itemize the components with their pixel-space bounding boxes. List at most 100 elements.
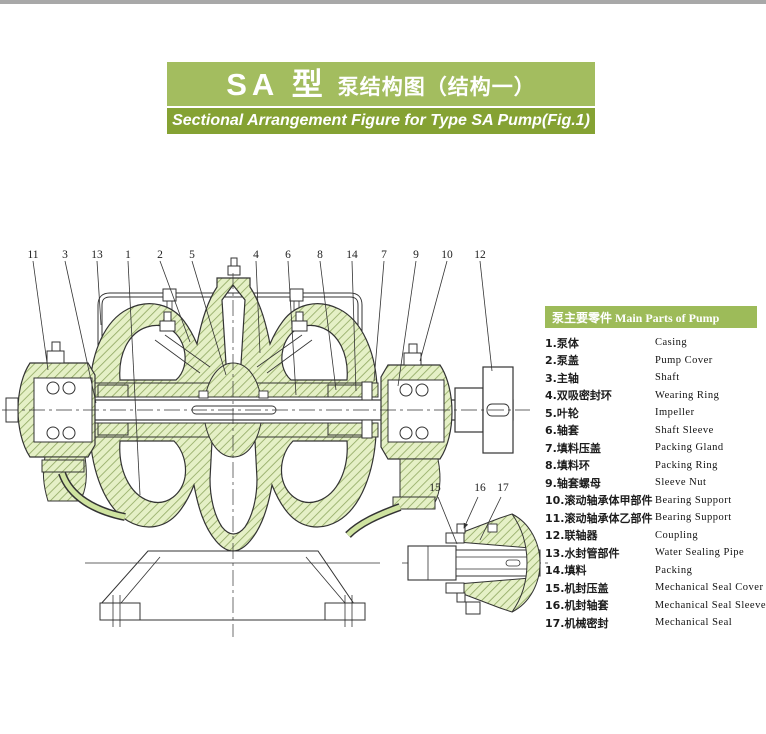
callout-leader-line bbox=[191, 260, 227, 376]
part-name-cn: 6.轴套 bbox=[545, 424, 579, 438]
wearing-ring-right bbox=[258, 390, 269, 399]
part-name-en: Mechanical Seal Cover bbox=[655, 582, 764, 594]
part-name-cn: 5.叶轮 bbox=[545, 406, 579, 420]
part-name-en: Packing Gland bbox=[655, 442, 724, 454]
callout-leader-line bbox=[255, 260, 261, 354]
header-banner: SA 型 泵结构图（结构一） Sectional Arrangement Fig… bbox=[167, 62, 595, 134]
callout-label: 17 bbox=[497, 482, 509, 494]
callout-label: 13 bbox=[91, 249, 103, 261]
callout-leader-line bbox=[373, 260, 385, 382]
callout-label: 2 bbox=[157, 249, 163, 261]
header-subtitle-band: Sectional Arrangement Figure for Type SA… bbox=[167, 108, 595, 134]
part-name-cn: 7.填料压盖 bbox=[545, 441, 601, 455]
callout-leader-line bbox=[319, 260, 337, 391]
part-name-en: Wearing Ring bbox=[655, 389, 720, 401]
callout-label: 15 bbox=[429, 482, 441, 494]
callout-label: 3 bbox=[62, 249, 68, 261]
parts-list-row: 6.轴套 Shaft Sleeve bbox=[545, 422, 766, 440]
part-name-en: Water Sealing Pipe bbox=[655, 547, 745, 559]
part-name-en: Shaft Sleeve bbox=[655, 424, 714, 436]
callout-leader-line bbox=[351, 260, 357, 392]
bearing-assembly-right bbox=[345, 343, 453, 538]
part-name-cn: 13.水封管部件 bbox=[545, 546, 620, 560]
wearing-ring-left bbox=[198, 390, 209, 399]
part-name-en: Packing bbox=[655, 564, 693, 576]
part-name-cn: 3.主轴 bbox=[545, 371, 579, 385]
part-name-en: Bearing Support bbox=[655, 512, 732, 524]
parts-list-row: 3.主轴 Shaft bbox=[545, 369, 766, 387]
callout-label: 16 bbox=[474, 482, 486, 494]
title-en: Sectional Arrangement Figure for Type SA… bbox=[172, 112, 590, 129]
callout-leader-line bbox=[463, 496, 479, 529]
part-name-en: Pump Cover bbox=[655, 354, 713, 366]
part-name-cn: 1.泵体 bbox=[545, 336, 579, 350]
part-name-cn: 10.滚动轴承体甲部件 bbox=[545, 494, 653, 508]
parts-list-row: 1.泵体 Casing bbox=[545, 334, 766, 352]
part-name-en: Mechanical Seal Sleeve bbox=[654, 599, 766, 611]
detail-callout-layer: 15 16 17 bbox=[429, 482, 509, 545]
part-name-cn: 8.填料环 bbox=[545, 459, 590, 473]
callout-label: 1 bbox=[125, 249, 131, 261]
parts-list-row: 14.填料 Packing bbox=[545, 562, 766, 580]
callout-label: 10 bbox=[441, 249, 453, 261]
parts-list-row: 8.填料环 Packing Ring bbox=[545, 457, 766, 475]
header-gap bbox=[167, 106, 595, 108]
top-divider-bar bbox=[0, 0, 766, 4]
part-name-en: Bearing Support bbox=[655, 494, 732, 506]
part-name-cn: 14.填料 bbox=[545, 564, 587, 578]
packing-gland-left bbox=[97, 384, 129, 436]
part-name-cn: 15.机封压盖 bbox=[545, 581, 609, 595]
seal-detail-drawing bbox=[402, 513, 548, 615]
callout-leader-line bbox=[159, 260, 191, 343]
part-name-cn: 11.滚动轴承体乙部件 bbox=[545, 511, 653, 525]
part-name-en: Packing Ring bbox=[655, 459, 718, 471]
header-title-band: SA 型 泵结构图（结构一） bbox=[167, 62, 595, 106]
callout-leader-line bbox=[96, 260, 102, 326]
parts-list-row: 12.联轴器 Coupling bbox=[545, 527, 766, 545]
pump-casing-upper bbox=[89, 257, 378, 386]
part-name-en: Impeller bbox=[655, 407, 695, 419]
callout-label: 7 bbox=[381, 249, 387, 261]
callout-label: 8 bbox=[317, 249, 323, 261]
part-name-en: Sleeve Nut bbox=[655, 477, 707, 489]
callout-leader-line bbox=[287, 260, 297, 396]
callout-leader-line bbox=[479, 496, 502, 541]
parts-list-row: 15.机封压盖 Mechanical Seal Cover bbox=[545, 579, 766, 597]
callout-label: 9 bbox=[413, 249, 419, 261]
detail-diagram-svg: 15 16 17 bbox=[402, 482, 548, 615]
callout-leader-line bbox=[437, 496, 458, 545]
parts-list-row: 5.叶轮 Impeller bbox=[545, 404, 766, 422]
part-name-en: Shaft bbox=[655, 372, 680, 384]
part-name-cn: 16.机封轴套 bbox=[545, 599, 609, 613]
callout-leader-line bbox=[397, 260, 417, 387]
parts-list-row: 17.机械密封 Mechanical Seal bbox=[545, 614, 766, 632]
parts-list-row: 4.双吸密封环 Wearing Ring bbox=[545, 387, 766, 405]
parts-list-row: 16.机封轴套 Mechanical Seal Sleeve bbox=[545, 597, 766, 615]
part-name-en: Coupling bbox=[655, 529, 699, 541]
callout-label: 14 bbox=[346, 249, 358, 261]
parts-list-row: 13.水封管部件 Water Sealing Pipe bbox=[545, 544, 766, 562]
callout-label: 12 bbox=[474, 249, 486, 261]
callout-label: 6 bbox=[285, 249, 291, 261]
callout-label: 5 bbox=[189, 249, 195, 261]
pump-pedestal bbox=[85, 550, 380, 627]
title-zh: 泵结构图（结构一） bbox=[337, 75, 536, 99]
part-name-cn: 4.双吸密封环 bbox=[545, 389, 612, 403]
callout-leader-line bbox=[419, 260, 448, 362]
callout-leader-line bbox=[127, 260, 141, 496]
callout-leader-line bbox=[32, 260, 49, 371]
parts-list-header: 泵主要零件 Main Parts of Pump bbox=[545, 306, 757, 328]
parts-list-title: 泵主要零件 Main Parts of Pump bbox=[552, 310, 720, 325]
part-name-cn: 17.机械密封 bbox=[545, 616, 609, 630]
part-name-cn: 12.联轴器 bbox=[545, 529, 598, 543]
callout-leader-line bbox=[64, 260, 97, 404]
part-name-en: Mechanical Seal bbox=[655, 617, 733, 629]
part-name-en: Casing bbox=[655, 337, 688, 349]
